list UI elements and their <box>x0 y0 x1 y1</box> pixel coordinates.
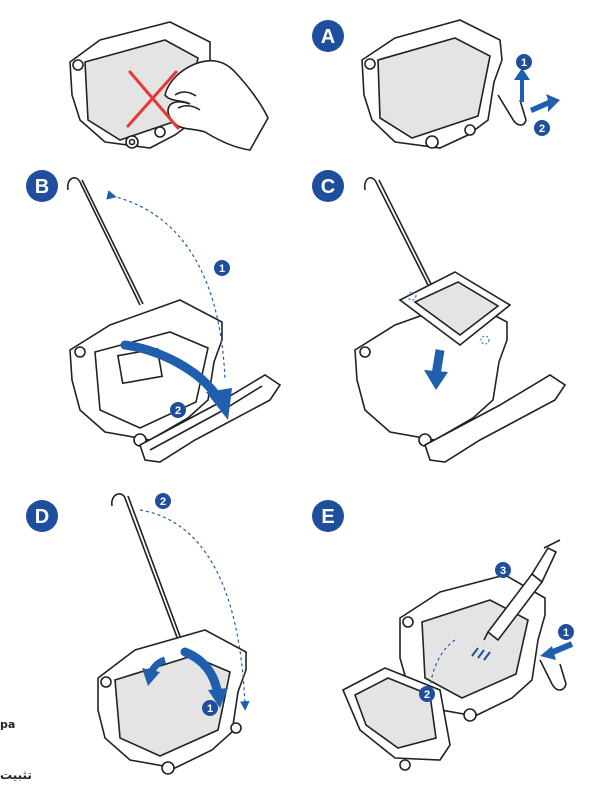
badge-a1-label: 1 <box>521 57 527 69</box>
panel-no-touch <box>69 21 269 151</box>
badge-d-label: D <box>35 506 49 528</box>
badge-c-label: C <box>321 176 335 198</box>
cpu-chip-c <box>398 271 512 347</box>
badge-c: C <box>312 170 344 202</box>
badge-a-label: A <box>321 26 335 48</box>
badge-e1-label: 1 <box>563 627 569 639</box>
thermal-syringe-e <box>483 539 561 642</box>
badge-b-label: B <box>35 176 49 198</box>
socket-frame-a <box>361 19 527 149</box>
badge-d2-label: 2 <box>160 496 166 508</box>
down-arrow-c <box>424 349 448 390</box>
badge-d2: 2 <box>155 493 171 509</box>
badge-b2-label: 2 <box>175 405 181 417</box>
badge-e: E <box>312 500 344 532</box>
badge-a2: 2 <box>534 120 550 136</box>
paste-marks-e <box>471 647 491 661</box>
socket-frame-d <box>97 493 247 775</box>
socket-frame-b <box>66 177 282 463</box>
badge-e2-label: 2 <box>424 689 430 701</box>
panel-c: C <box>312 170 567 463</box>
badge-e3-label: 3 <box>500 565 506 577</box>
badge-e1: 1 <box>558 624 574 640</box>
badge-d1: 1 <box>202 700 218 716</box>
badge-e3: 3 <box>495 562 511 578</box>
badge-a1: 1 <box>516 54 532 70</box>
badge-a: A <box>312 20 344 52</box>
hand-illustration <box>164 59 269 151</box>
badge-b: B <box>26 170 58 202</box>
panel-a: A 1 2 <box>312 19 560 149</box>
arrows-e <box>429 639 574 689</box>
rotate-arrows-d <box>139 509 250 711</box>
edge-text-fragment-1: pa <box>0 718 16 731</box>
red-x-mark <box>126 70 180 130</box>
badge-d1-label: 1 <box>207 703 213 715</box>
edge-text-fragment-2: تثبيت <box>0 768 32 782</box>
badge-a2-label: 2 <box>539 123 545 135</box>
badge-d: D <box>26 500 58 532</box>
badge-b1: 1 <box>214 260 230 276</box>
badge-e-label: E <box>321 506 334 528</box>
panel-b: B 1 2 <box>26 170 282 463</box>
badge-b1-label: 1 <box>219 263 225 275</box>
badge-b2: 2 <box>170 402 186 418</box>
lever-arrows-a <box>514 68 560 113</box>
badge-e2: 2 <box>419 686 435 702</box>
panel-e: E <box>312 500 574 771</box>
rotate-arrow-b <box>106 190 232 420</box>
panel-d: D 1 2 <box>26 493 250 775</box>
